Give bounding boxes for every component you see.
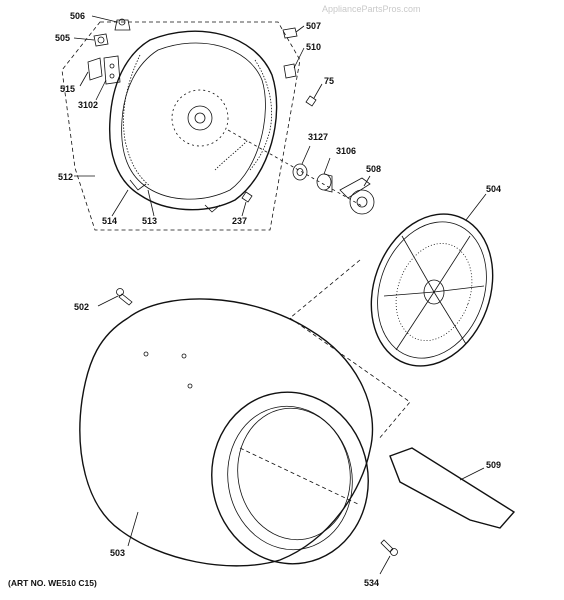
part-label-503: 503 bbox=[110, 548, 125, 558]
part-label-505: 505 bbox=[55, 33, 70, 43]
part-label-515: 515 bbox=[60, 84, 75, 94]
part-label-508: 508 bbox=[366, 164, 381, 174]
rear-bulkhead-assembly bbox=[61, 18, 317, 231]
bracket-515 bbox=[87, 57, 103, 81]
part-label-513: 513 bbox=[142, 216, 157, 226]
assembly-dashed-outline bbox=[61, 21, 301, 231]
part-label-3127: 3127 bbox=[308, 132, 328, 142]
part-label-3102: 3102 bbox=[78, 100, 98, 110]
part-label-237: 237 bbox=[232, 216, 247, 226]
thermostat-505 bbox=[93, 33, 109, 47]
part-label-514: 514 bbox=[102, 216, 117, 226]
bracket-3102 bbox=[103, 55, 121, 85]
screw-534 bbox=[380, 539, 398, 556]
bulkhead-drawing bbox=[108, 30, 278, 213]
part-label-502: 502 bbox=[74, 302, 89, 312]
screw-237 bbox=[241, 191, 253, 203]
part-label-504: 504 bbox=[486, 184, 501, 194]
part-labels: 506 505 507 510 75 515 3102 512 3127 310… bbox=[55, 11, 501, 588]
fuse-507 bbox=[282, 27, 298, 39]
leader-lines bbox=[73, 15, 487, 575]
art-number-caption: (ART NO. WE510 C15) bbox=[8, 578, 97, 588]
washer-3127 bbox=[292, 163, 308, 181]
part-label-507: 507 bbox=[306, 21, 321, 31]
drum-503 bbox=[79, 298, 374, 567]
part-label-3106: 3106 bbox=[336, 146, 356, 156]
drum-back-504 bbox=[370, 213, 494, 367]
part-label-506: 506 bbox=[70, 11, 85, 21]
alignment-dashed-lines bbox=[289, 259, 411, 441]
watermark-text: AppliancePartsPros.com bbox=[322, 4, 421, 14]
bearing-parts bbox=[227, 129, 375, 215]
thermostat-506 bbox=[114, 18, 131, 31]
clip-510 bbox=[283, 63, 297, 79]
bearing-3106 bbox=[316, 173, 333, 193]
part-label-75: 75 bbox=[324, 76, 334, 86]
screw-75 bbox=[305, 95, 317, 107]
part-label-534: 534 bbox=[364, 578, 379, 588]
baffle-509 bbox=[389, 447, 516, 529]
screw-502 bbox=[116, 288, 133, 306]
part-label-510: 510 bbox=[306, 42, 321, 52]
shaft-508 bbox=[339, 177, 375, 215]
part-label-512: 512 bbox=[58, 172, 73, 182]
part-label-509: 509 bbox=[486, 460, 501, 470]
